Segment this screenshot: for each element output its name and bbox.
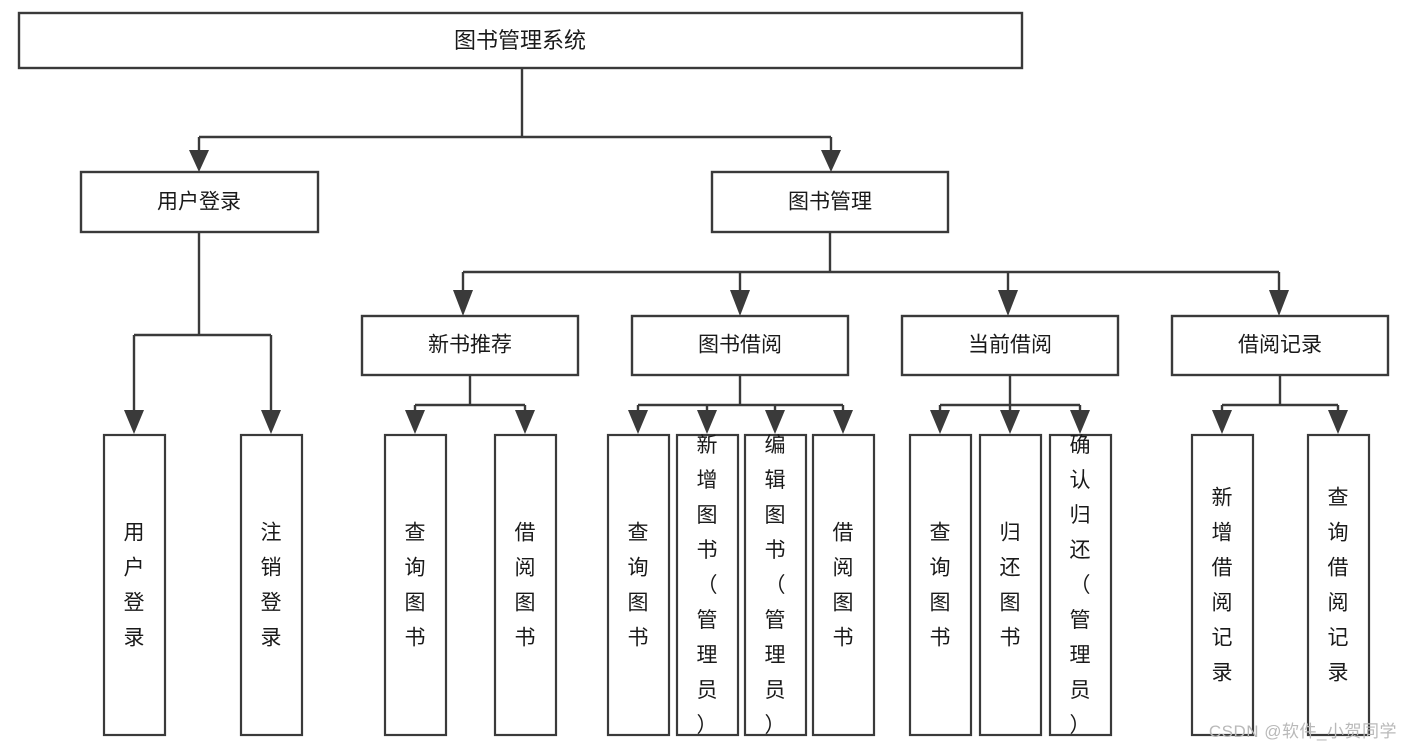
leaf-confirm-return-label: 确认归还（管理员） [1070, 434, 1091, 737]
leaf-logout[interactable]: 注销登录 [239, 433, 304, 737]
root-label: 图书管理系统 [454, 28, 586, 53]
leaf-borrow-book-1-label: 借阅图书 [515, 522, 536, 650]
arrowhead-to-user-login [189, 150, 209, 172]
leaf-edit-book-label: 编辑图书（管理员） [765, 434, 786, 737]
leaf-borrow-book-1-box [493, 433, 558, 737]
connector-book-manage-to-level3 [453, 232, 1289, 316]
leaf-confirm-return[interactable]: 确认归还（管理员） [1048, 433, 1113, 737]
user-login-box [79, 170, 320, 234]
leaf-borrow-book-2[interactable]: 借阅图书 [811, 433, 876, 737]
leaf-query-book-2-box [606, 433, 671, 737]
user-login-label: 用户登录 [157, 191, 241, 214]
leaf-user-login[interactable]: 用户登录 [102, 433, 167, 737]
node-new-book-recommend[interactable]: 新书推荐 [360, 314, 580, 377]
leaf-add-book[interactable]: 新增图书（管理员） [675, 433, 740, 737]
node-root[interactable]: 图书管理系统 [17, 11, 1024, 70]
connector-borrow-record-to-leaves [1212, 375, 1348, 434]
leaf-return-book-label: 归还图书 [1000, 522, 1021, 650]
leaf-borrow-book-2-label: 借阅图书 [833, 522, 854, 650]
book-borrow-label: 图书借阅 [698, 334, 782, 357]
node-book-borrow[interactable]: 图书借阅 [630, 314, 850, 377]
node-user-login[interactable]: 用户登录 [79, 170, 320, 234]
arrowhead-to-book-manage [821, 150, 841, 172]
connector-new-book-recommend-to-leaves [405, 375, 535, 434]
leaf-add-record-label: 新增借阅记录 [1212, 487, 1233, 685]
leaf-logout-box [239, 433, 304, 737]
leaf-query-book-2[interactable]: 查询图书 [606, 433, 671, 737]
leaf-query-book-3-box [908, 433, 973, 737]
leaf-query-book-3-label: 查询图书 [930, 522, 951, 650]
leaf-logout-label: 注销登录 [261, 522, 282, 650]
leaf-confirm-return-box [1048, 433, 1113, 737]
leaf-query-record[interactable]: 查询借阅记录 [1306, 433, 1371, 737]
current-borrow-label: 当前借阅 [968, 334, 1052, 357]
leaf-user-login-box [102, 433, 167, 737]
leaf-add-record[interactable]: 新增借阅记录 [1190, 433, 1255, 737]
leaf-query-record-label: 查询借阅记录 [1328, 487, 1349, 685]
leaf-query-book-1[interactable]: 查询图书 [383, 433, 448, 737]
current-borrow-box [900, 314, 1120, 377]
leaf-add-record-box [1190, 433, 1255, 737]
leaf-query-book-1-box [383, 433, 448, 737]
leaf-query-record-box [1306, 433, 1371, 737]
leaf-return-book[interactable]: 归还图书 [978, 433, 1043, 737]
leaf-add-book-label: 新增图书（管理员） [697, 434, 718, 737]
node-book-manage[interactable]: 图书管理 [710, 170, 950, 234]
node-current-borrow[interactable]: 当前借阅 [900, 314, 1120, 377]
connector-user-login-to-leaves [124, 232, 281, 434]
leaf-return-book-box [978, 433, 1043, 737]
leaf-borrow-book-2-box [811, 433, 876, 737]
book-manage-label: 图书管理 [788, 191, 872, 214]
leaf-borrow-book-1[interactable]: 借阅图书 [493, 433, 558, 737]
leaf-query-book-3[interactable]: 查询图书 [908, 433, 973, 737]
leaf-query-book-2-label: 查询图书 [628, 522, 649, 650]
borrow-record-label: 借阅记录 [1238, 334, 1322, 357]
new-book-recommend-box [360, 314, 580, 377]
connector-current-borrow-to-leaves [930, 375, 1090, 434]
watermark: CSDN @软件_小贺同学 [1208, 722, 1397, 741]
node-borrow-record[interactable]: 借阅记录 [1170, 314, 1390, 377]
root-box [17, 11, 1024, 70]
leaf-add-book-box [675, 433, 740, 737]
connector-root-to-level2 [189, 68, 841, 172]
connector-book-borrow-to-leaves [628, 375, 853, 434]
new-book-recommend-label: 新书推荐 [428, 334, 512, 357]
leaf-user-login-label: 用户登录 [124, 522, 145, 650]
leaf-query-book-1-label: 查询图书 [405, 522, 426, 650]
leaf-edit-book-box [743, 433, 808, 737]
leaf-edit-book[interactable]: 编辑图书（管理员） [743, 433, 808, 737]
